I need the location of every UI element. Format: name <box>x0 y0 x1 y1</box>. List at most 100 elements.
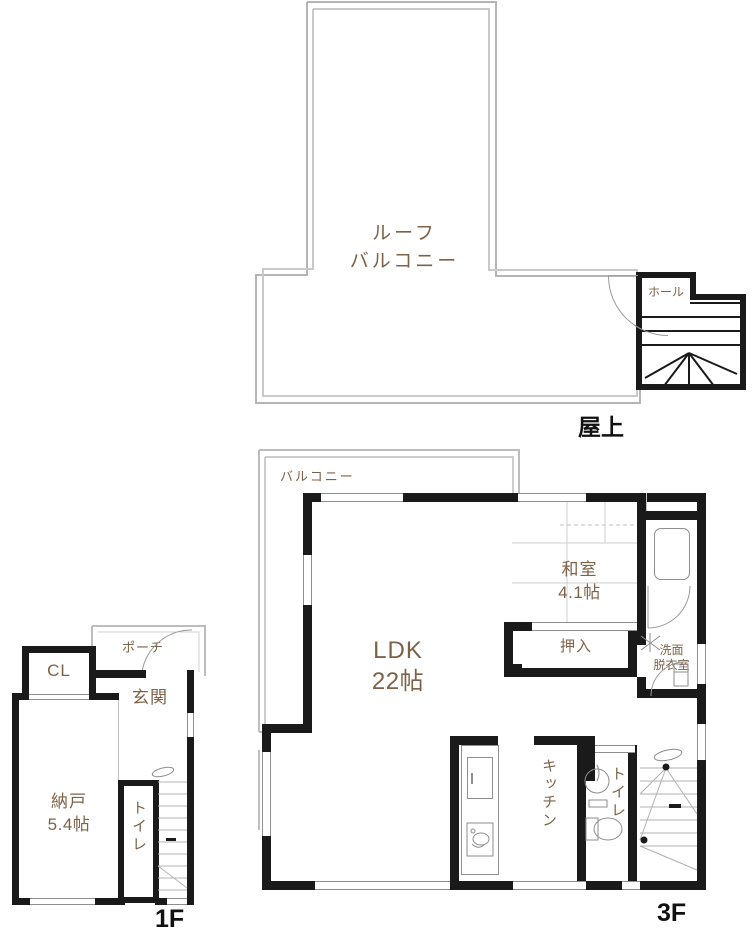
toilet-fixtures-3f <box>584 764 623 841</box>
oshiire-room <box>513 631 637 668</box>
washitsu-size: 4.1帖 <box>558 583 601 602</box>
toilet-door-3f <box>595 745 635 753</box>
first-floor-wall-bottom-3 <box>155 898 167 905</box>
bathtub-icon <box>654 528 690 580</box>
porch-label: ポーチ <box>121 641 164 656</box>
kitchen-wall-right <box>577 736 586 881</box>
toilet-label-1f: トイレ <box>130 800 148 854</box>
kitchen-window-bottom <box>513 881 622 890</box>
plan-wall-bottom-3 <box>586 881 622 890</box>
genkan-wall-bottom-stub <box>89 693 119 700</box>
washitsu-wall-right <box>637 493 646 631</box>
plan-wall-bottom-2 <box>450 881 513 890</box>
washroom-window-right <box>697 644 706 684</box>
toilet-wall-left-1f <box>118 780 124 903</box>
kitchen-label: キッチン <box>540 758 558 830</box>
washroom-wall-left <box>637 631 646 645</box>
genkan-wall-left <box>89 670 96 700</box>
ldk-window-top-1 <box>321 493 403 502</box>
kitchen-wall-top-right <box>534 736 586 745</box>
genkan-label: 玄関 <box>132 688 168 708</box>
washitsu-tatami-lines <box>512 502 642 622</box>
bath-wall-top <box>646 511 697 520</box>
ldk-wall-left-3 <box>262 724 271 752</box>
toilet-wall-top-3f <box>586 736 595 781</box>
first-floor-wall-bottom-1 <box>12 898 30 905</box>
ldk-wall-top-right <box>586 493 642 502</box>
closet-room <box>28 652 90 694</box>
first-floor-wall-right-2 <box>187 737 194 905</box>
oshiire-wall-bottom <box>504 668 637 677</box>
stair-window-bottom-1f <box>167 898 187 905</box>
balcony-label: バルコニー <box>280 470 355 485</box>
washitsu-room <box>512 502 642 622</box>
roof-floor-plan: ルーフ バルコニー ホール 屋上 <box>0 0 756 445</box>
stair-window-right <box>697 724 706 760</box>
washitsu-sliding-door <box>532 622 637 631</box>
kitchen-wall-left <box>450 736 459 881</box>
plan-wall-right-4 <box>697 760 706 890</box>
plan-wall-bottom-1 <box>262 881 315 890</box>
oshiire-wall-right <box>628 631 637 677</box>
washitsu-wall-left <box>504 622 513 668</box>
roof-hall-wall-top <box>636 272 696 278</box>
washroom-fixtures <box>640 633 689 697</box>
nando-label: 納戸 <box>51 792 87 812</box>
washroom-label-line1: 洗面 <box>659 643 684 657</box>
roof-stair-wall-right <box>740 294 746 390</box>
plan-wall-right-3 <box>697 684 706 724</box>
plan-wall-top-far-right <box>642 493 706 502</box>
roof-hall-wall-right-upper <box>690 272 696 299</box>
roof-stair-wall-bottom <box>636 384 746 390</box>
ldk-window-bottom-1 <box>315 881 450 890</box>
stairs-icon-1f <box>151 766 188 891</box>
closet-door <box>29 694 91 700</box>
roof-hall-wall-left <box>636 272 642 390</box>
bath-door-arc <box>647 585 691 629</box>
nando-window-bottom <box>30 898 95 905</box>
toilet-room-1f <box>123 780 154 898</box>
toilet-label-3f: トイレ <box>609 766 627 820</box>
toilet-wall-right-3f <box>628 745 637 881</box>
roof-hall-door-leaf <box>608 275 638 276</box>
washroom-wall-left-2 <box>637 677 646 698</box>
genkan-window-right <box>187 713 194 737</box>
ldk-wall-top-left-stub <box>303 493 321 502</box>
washitsu-wall-bottom-left-stub <box>504 622 532 631</box>
ldk-window-left-2 <box>262 752 271 836</box>
ldk-window-left-1 <box>303 555 312 605</box>
kitchen-fixture-details <box>466 773 494 857</box>
roof-balcony-outline-outer <box>255 1 641 404</box>
closet-wall-top <box>22 646 96 653</box>
roof-stairs-icon <box>642 302 740 388</box>
oshiire-wall-left-stub <box>504 664 522 677</box>
roof-balcony-outline-inner <box>262 8 638 397</box>
roof-stair-wall-top <box>690 294 746 300</box>
first-floor-wall-bottom-2 <box>95 898 125 905</box>
bath-divider-line <box>646 493 647 511</box>
plan-wall-right-2 <box>697 511 706 644</box>
closet-label: CL <box>47 661 71 680</box>
first-floor-wall-left-stub <box>12 693 29 700</box>
toilet-wall-top-1f <box>118 780 159 786</box>
ldk-label: LDK <box>373 637 423 664</box>
first-floor-plan: ポーチ CL 玄関 納戸 5.4帖 トイレ <box>0 610 240 933</box>
washroom-wall-bottom <box>637 689 697 698</box>
toilet-wall-bottom-1f <box>118 897 159 903</box>
oshiire-label: 押入 <box>559 637 592 655</box>
ldk-wall-left-1 <box>303 493 312 555</box>
third-floor-plan: バルコニー 和室 4.1帖 押入 <box>0 440 756 929</box>
ldk-wall-top-mid <box>403 493 518 502</box>
closet-wall-left <box>22 646 29 699</box>
toilet-wall-right-1f <box>153 780 159 903</box>
ldk-window-top-2 <box>518 493 586 502</box>
stairs-icon-3f <box>639 748 698 871</box>
roof-floor-label: 屋上 <box>578 415 624 441</box>
plan-wall-right-1 <box>697 493 706 511</box>
roof-balcony-label-line2: バルコニー <box>349 250 460 272</box>
genkan-wall-top <box>89 670 146 678</box>
washitsu-label: 和室 <box>561 560 598 580</box>
first-floor-label: 1F <box>155 905 185 933</box>
porch-door-arc <box>141 629 193 673</box>
ldk-wall-left-4 <box>262 836 271 890</box>
